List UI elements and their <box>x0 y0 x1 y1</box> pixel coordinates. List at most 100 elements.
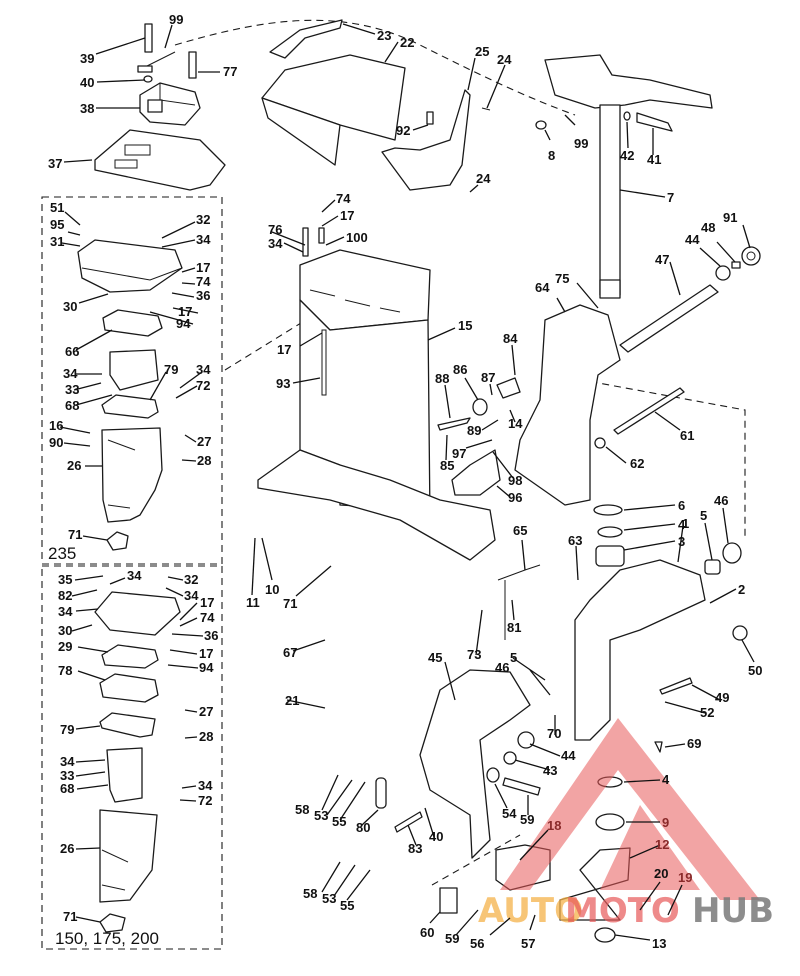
group-caption-235: 235 <box>48 544 76 563</box>
callout-26: 26 <box>60 841 74 856</box>
callout-84: 84 <box>503 331 518 346</box>
callout-89: 89 <box>467 423 481 438</box>
callout-10: 10 <box>265 582 279 597</box>
callout-42: 42 <box>620 148 634 163</box>
part-49-pin <box>659 677 693 695</box>
callout-91: 91 <box>723 210 737 225</box>
callout-48: 48 <box>701 220 715 235</box>
callout-80: 80 <box>356 820 370 835</box>
part-79-gasket-lower <box>99 712 156 738</box>
part-39-bolt <box>144 23 153 53</box>
part-86-ring <box>472 398 488 416</box>
callout-36: 36 <box>196 288 210 303</box>
callout-90: 90 <box>49 435 63 450</box>
callout-37: 37 <box>48 156 62 171</box>
callout-55: 55 <box>340 898 354 913</box>
callout-64: 64 <box>535 280 550 295</box>
callout-50: 50 <box>748 663 762 678</box>
connector-dash-cover <box>431 834 521 886</box>
part-96-plate <box>451 449 501 496</box>
callout-44: 44 <box>561 748 576 763</box>
callout-68: 68 <box>60 781 74 796</box>
callout-34: 34 <box>196 362 211 377</box>
callout-74: 74 <box>196 274 211 289</box>
callout-62: 62 <box>630 456 644 471</box>
part-76-bolt <box>302 227 309 257</box>
callout-22: 22 <box>400 35 414 50</box>
part-22-cover <box>261 54 406 166</box>
part-8-screw <box>535 120 547 130</box>
callout-34: 34 <box>58 604 73 619</box>
callout-71: 71 <box>63 909 77 924</box>
part-88-lever <box>437 417 471 431</box>
callout-29: 29 <box>58 639 72 654</box>
part-71-gasket-235 <box>106 531 129 551</box>
callout-52: 52 <box>700 705 714 720</box>
callout-72: 72 <box>196 378 210 393</box>
callout-6: 6 <box>678 498 685 513</box>
part-60-plate <box>439 887 458 914</box>
callout-88: 88 <box>435 371 449 386</box>
callout-82: 82 <box>58 588 72 603</box>
part-47-tube <box>619 284 719 353</box>
callout-94: 94 <box>199 660 214 675</box>
callout-24: 24 <box>476 171 491 186</box>
part-40-washer <box>143 75 153 83</box>
callout-66: 66 <box>65 344 79 359</box>
callout-4: 4 <box>678 517 686 532</box>
callout-21: 21 <box>285 693 299 708</box>
part-4-washer <box>597 526 623 538</box>
callout-99: 99 <box>169 12 183 27</box>
part-44-nut-lower <box>517 731 535 749</box>
callout-71: 71 <box>283 596 297 611</box>
callout-7: 7 <box>667 190 674 205</box>
callout-16: 16 <box>49 418 63 433</box>
part-30-adapter-lower <box>94 591 181 636</box>
callout-39: 39 <box>80 51 94 66</box>
callout-71: 71 <box>68 527 82 542</box>
callout-54: 54 <box>502 806 517 821</box>
callout-59: 59 <box>520 812 534 827</box>
part-71-gasket-lower <box>99 913 126 933</box>
callout-3: 3 <box>678 534 685 549</box>
callout-68: 68 <box>65 398 79 413</box>
callout-74: 74 <box>200 610 215 625</box>
callout-27: 27 <box>197 434 211 449</box>
callout-94: 94 <box>176 316 191 331</box>
callout-79: 79 <box>60 722 74 737</box>
callout-34: 34 <box>196 232 211 247</box>
callout-92: 92 <box>396 123 410 138</box>
callout-76: 76 <box>268 222 282 237</box>
leader-lines <box>59 23 755 941</box>
part-93-stud <box>321 329 327 396</box>
part-38-module <box>139 82 201 126</box>
callout-49: 49 <box>715 690 729 705</box>
callout-34: 34 <box>60 754 75 769</box>
callout-1: 1 <box>682 516 689 531</box>
callout-75: 75 <box>555 271 569 286</box>
callout-19: 19 <box>678 870 692 885</box>
part-6-washer <box>593 504 623 516</box>
callout-14: 14 <box>508 416 523 431</box>
part-23-handle <box>269 19 343 59</box>
group-box-235 <box>41 196 223 565</box>
part-41-bolt <box>636 112 673 132</box>
callout-98: 98 <box>508 473 522 488</box>
callout-25: 25 <box>475 44 489 59</box>
callout-63: 63 <box>568 533 582 548</box>
callout-45: 45 <box>428 650 442 665</box>
callout-100: 100 <box>346 230 368 245</box>
callout-17: 17 <box>340 208 354 223</box>
callout-17: 17 <box>199 646 213 661</box>
callout-51: 51 <box>50 200 64 215</box>
part-50-cap <box>732 625 748 641</box>
callout-97: 97 <box>452 446 466 461</box>
callout-34: 34 <box>198 778 213 793</box>
callout-31: 31 <box>50 234 64 249</box>
callout-28: 28 <box>199 729 213 744</box>
callout-58: 58 <box>303 886 317 901</box>
watermark-logo: AUTO MOTO HUB <box>478 718 774 931</box>
callout-33: 33 <box>65 382 79 397</box>
callout-17: 17 <box>277 342 291 357</box>
